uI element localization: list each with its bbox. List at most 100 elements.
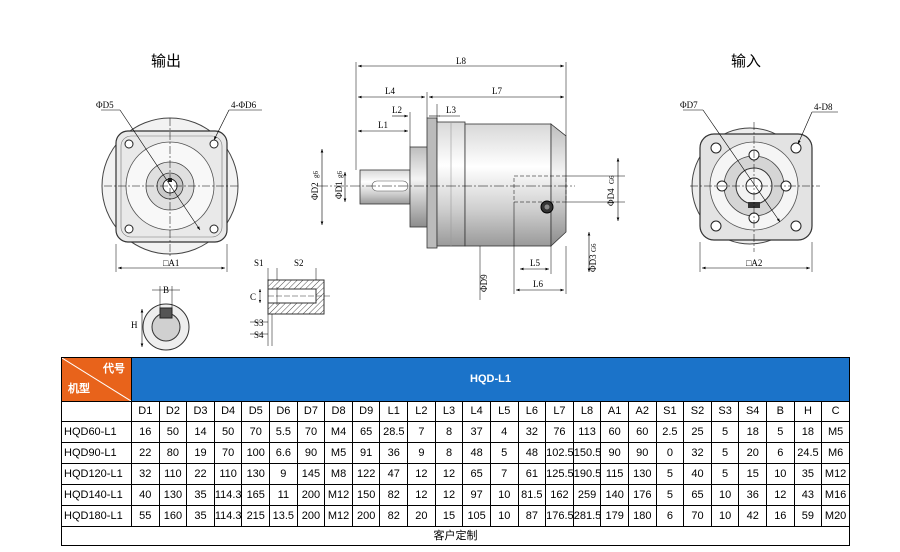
column-header-blank: [61, 401, 132, 422]
value-cell: 8: [434, 442, 464, 464]
value-cell: 20: [738, 442, 768, 464]
value-cell: 65: [351, 421, 381, 443]
value-cell: 48: [517, 442, 547, 464]
value-cell: 130: [158, 484, 188, 506]
value-cell: 114.3: [213, 505, 243, 527]
value-cell: 12: [434, 484, 464, 506]
value-cell: M12: [821, 463, 850, 485]
model-cell: HQD180-L1: [61, 505, 132, 527]
dim-d1: ΦD1: [334, 181, 344, 199]
side-view: L8 L4 L7 L2 L3 L1 ΦD2 g6 ΦD1 g6 ΦD4 G6 Φ…: [310, 56, 625, 300]
value-cell: 6: [655, 505, 685, 527]
value-cell: 7: [407, 421, 436, 443]
dim-s1: S1: [254, 258, 264, 268]
value-cell: 70: [213, 442, 243, 464]
value-cell: 50: [158, 421, 188, 443]
value-cell: 70: [296, 421, 326, 443]
value-cell: M8: [324, 463, 353, 485]
value-cell: 4: [489, 421, 519, 443]
value-cell: M16: [821, 484, 850, 506]
value-cell: 7: [489, 463, 519, 485]
column-header: A2: [627, 401, 657, 422]
value-cell: 42: [738, 505, 768, 527]
value-cell: 130: [241, 463, 271, 485]
column-header: S1: [655, 401, 685, 422]
column-header: S4: [738, 401, 768, 422]
value-cell: 60: [600, 421, 629, 443]
value-cell: 19: [186, 442, 215, 464]
value-cell: 113: [572, 421, 602, 443]
dim-d1-tol: g6: [336, 171, 344, 179]
dim-l1: L1: [378, 120, 388, 130]
value-cell: 200: [296, 484, 326, 506]
dim-d2-tol: g6: [312, 171, 320, 179]
column-header: L5: [489, 401, 519, 422]
corner-model-label: 机型: [68, 383, 90, 395]
value-cell: 176.5: [545, 505, 574, 527]
value-cell: 11: [269, 484, 298, 506]
value-cell: M4: [324, 421, 353, 443]
value-cell: 200: [296, 505, 326, 527]
dim-s2: S2: [294, 258, 304, 268]
value-cell: 0: [655, 442, 685, 464]
value-cell: 100: [241, 442, 271, 464]
value-cell: 200: [351, 505, 381, 527]
value-cell: 12: [766, 484, 795, 506]
value-cell: 10: [489, 484, 519, 506]
column-header: D7: [296, 401, 326, 422]
value-cell: 87: [517, 505, 547, 527]
dim-a1: □A1: [163, 258, 179, 268]
value-cell: 15: [434, 505, 464, 527]
dim-d5: ΦD5: [96, 100, 114, 110]
dim-d6: 4-ΦD6: [231, 100, 257, 110]
value-cell: 18: [793, 421, 823, 443]
dim-l8: L8: [456, 56, 466, 66]
value-cell: 47: [379, 463, 409, 485]
value-cell: 90: [627, 442, 657, 464]
value-cell: 81.5: [517, 484, 547, 506]
value-cell: 6: [766, 442, 795, 464]
value-cell: 114.3: [213, 484, 243, 506]
value-cell: 14: [186, 421, 215, 443]
column-header: D6: [269, 401, 298, 422]
column-header: S2: [683, 401, 712, 422]
output-view: 输出 ΦD5 4-ΦD6 □A1: [96, 52, 262, 272]
column-header: L6: [517, 401, 547, 422]
column-header: L2: [407, 401, 436, 422]
value-cell: 35: [793, 463, 823, 485]
dim-s4: S4: [254, 330, 264, 340]
value-cell: 18: [738, 421, 768, 443]
value-cell: 5: [766, 421, 795, 443]
value-cell: 140: [600, 484, 629, 506]
value-cell: 70: [241, 421, 271, 443]
value-cell: 179: [600, 505, 629, 527]
dim-l2: L2: [392, 105, 402, 115]
column-header: D5: [241, 401, 271, 422]
dim-b: B: [163, 285, 169, 295]
model-cell: HQD120-L1: [61, 463, 132, 485]
value-cell: 281.5: [572, 505, 602, 527]
column-header: D3: [186, 401, 215, 422]
value-cell: 125.5: [545, 463, 574, 485]
column-header: L7: [545, 401, 574, 422]
value-cell: 12: [407, 463, 436, 485]
dim-d3-tol: G6: [590, 243, 598, 252]
input-label: 输入: [731, 52, 761, 70]
value-cell: 13.5: [269, 505, 298, 527]
value-cell: 165: [241, 484, 271, 506]
value-cell: 61: [517, 463, 547, 485]
value-cell: 12: [407, 484, 436, 506]
value-cell: 130: [627, 463, 657, 485]
column-header: D2: [158, 401, 188, 422]
value-cell: 48: [462, 442, 491, 464]
value-cell: 145: [296, 463, 326, 485]
value-cell: 180: [627, 505, 657, 527]
column-header: D4: [213, 401, 243, 422]
value-cell: 76: [545, 421, 574, 443]
value-cell: 102.5: [545, 442, 574, 464]
column-header: L3: [434, 401, 464, 422]
